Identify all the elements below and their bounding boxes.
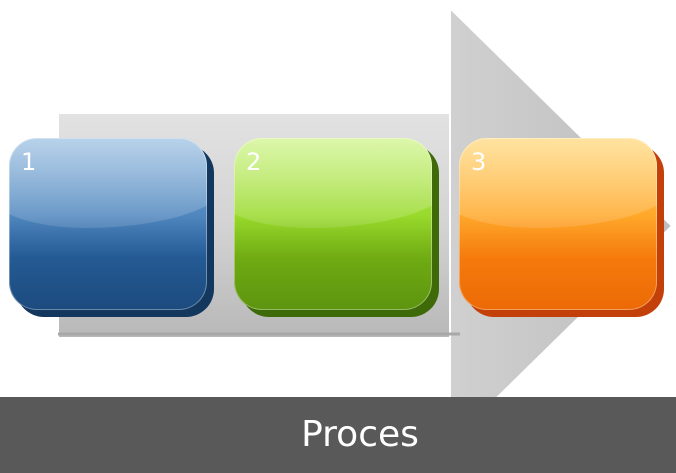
step-box-3: 3 — [459, 138, 664, 317]
step-number-1: 1 — [21, 148, 37, 176]
step-box-2: 2 — [234, 138, 439, 317]
caption-text: Proces — [301, 414, 419, 455]
step-number-3: 3 — [471, 148, 487, 176]
step-number-2: 2 — [246, 148, 262, 176]
step-box-1: 1 — [9, 138, 214, 317]
caption-bar: Proces — [0, 397, 676, 473]
